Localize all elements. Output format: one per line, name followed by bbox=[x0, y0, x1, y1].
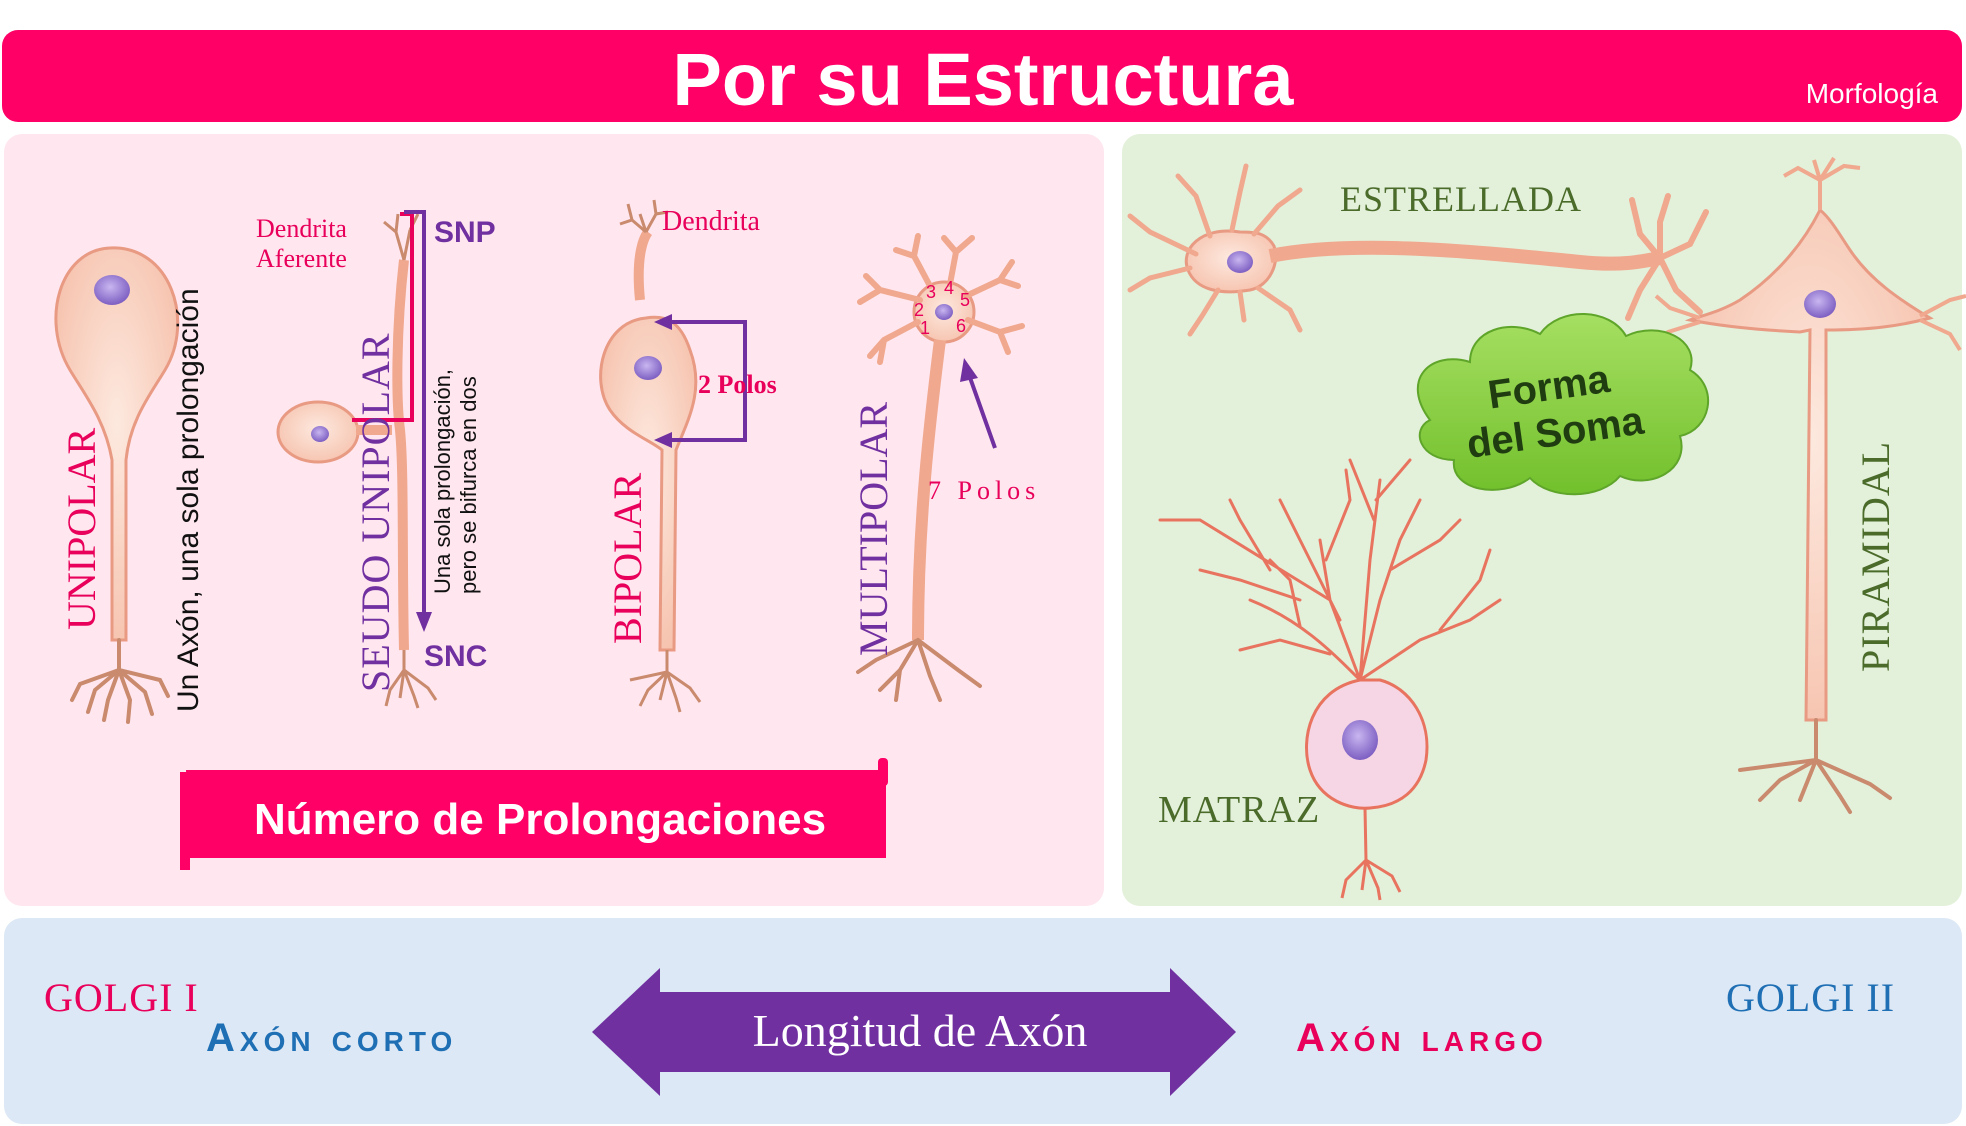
snp-label: SNP bbox=[434, 216, 496, 249]
multipolar-neuron bbox=[856, 233, 1025, 702]
axon-length-arrow bbox=[592, 968, 1236, 1096]
unipolar-neuron bbox=[54, 246, 180, 724]
flask-neuron bbox=[1158, 458, 1502, 901]
matraz-label: MATRAZ bbox=[1158, 789, 1321, 831]
seudo-description: Una sola prolongación, pero se bifurca e… bbox=[430, 369, 482, 594]
arrow-label: Longitud de Axón bbox=[752, 1005, 1088, 1056]
piramidal-label: PIRAMIDAL bbox=[1853, 440, 1898, 672]
dendrita-aferente-label: Dendrita Aferente bbox=[256, 214, 347, 274]
pole-number-1: 1 bbox=[920, 318, 931, 338]
axon-corto-label: Axón corto bbox=[206, 1016, 458, 1060]
page-title: Por su Estructura bbox=[672, 38, 1294, 121]
golgi-ii-label: GOLGI II bbox=[1726, 975, 1896, 1020]
multipolar-polos-label: 7 Polos bbox=[928, 476, 1041, 505]
dendrita-aferente-line2: Aferente bbox=[256, 244, 347, 273]
pole-number-4: 4 bbox=[944, 278, 955, 298]
golgi-i-label: GOLGI I bbox=[44, 975, 199, 1020]
bipolar-neuron bbox=[599, 199, 747, 713]
snc-label: SNC bbox=[424, 640, 488, 673]
pseudounipolar-neuron bbox=[276, 210, 438, 709]
bipolar-dendrita-label: Dendrita bbox=[662, 206, 760, 237]
banner-shape bbox=[180, 758, 888, 870]
pole-number-6: 6 bbox=[956, 316, 967, 336]
banner-label: Número de Prolongaciones bbox=[253, 795, 827, 844]
pole-number-5: 5 bbox=[960, 290, 971, 310]
seudo-description-line2: pero se bifurca en dos bbox=[456, 376, 481, 594]
soma-shape-cloud bbox=[1416, 313, 1709, 496]
pole-number-2: 2 bbox=[914, 300, 925, 320]
seudo-unipolar-label: SEUDO UNIPOLAR bbox=[353, 332, 398, 692]
estrellada-label: ESTRELLADA bbox=[1340, 179, 1582, 219]
seudo-description-line1: Una sola prolongación, bbox=[430, 368, 455, 594]
axon-largo-label: Axón largo bbox=[1296, 1016, 1548, 1060]
pyramidal-neuron bbox=[1654, 156, 1966, 814]
header-bar bbox=[2, 30, 1962, 122]
bipolar-label: BIPOLAR bbox=[605, 472, 650, 644]
unipolar-description: Un Axón, una sola prolongación bbox=[172, 288, 205, 712]
stellate-neuron bbox=[1127, 163, 1709, 337]
multipolar-label: MULTIPOLAR bbox=[851, 401, 896, 656]
pole-number-3: 3 bbox=[926, 282, 937, 302]
dendrita-aferente-line1: Dendrita bbox=[256, 214, 347, 243]
bipolar-polos-label: 2 Polos bbox=[698, 370, 777, 399]
header-subtitle: Morfología bbox=[1805, 78, 1938, 109]
unipolar-label: UNIPOLAR bbox=[59, 427, 104, 630]
